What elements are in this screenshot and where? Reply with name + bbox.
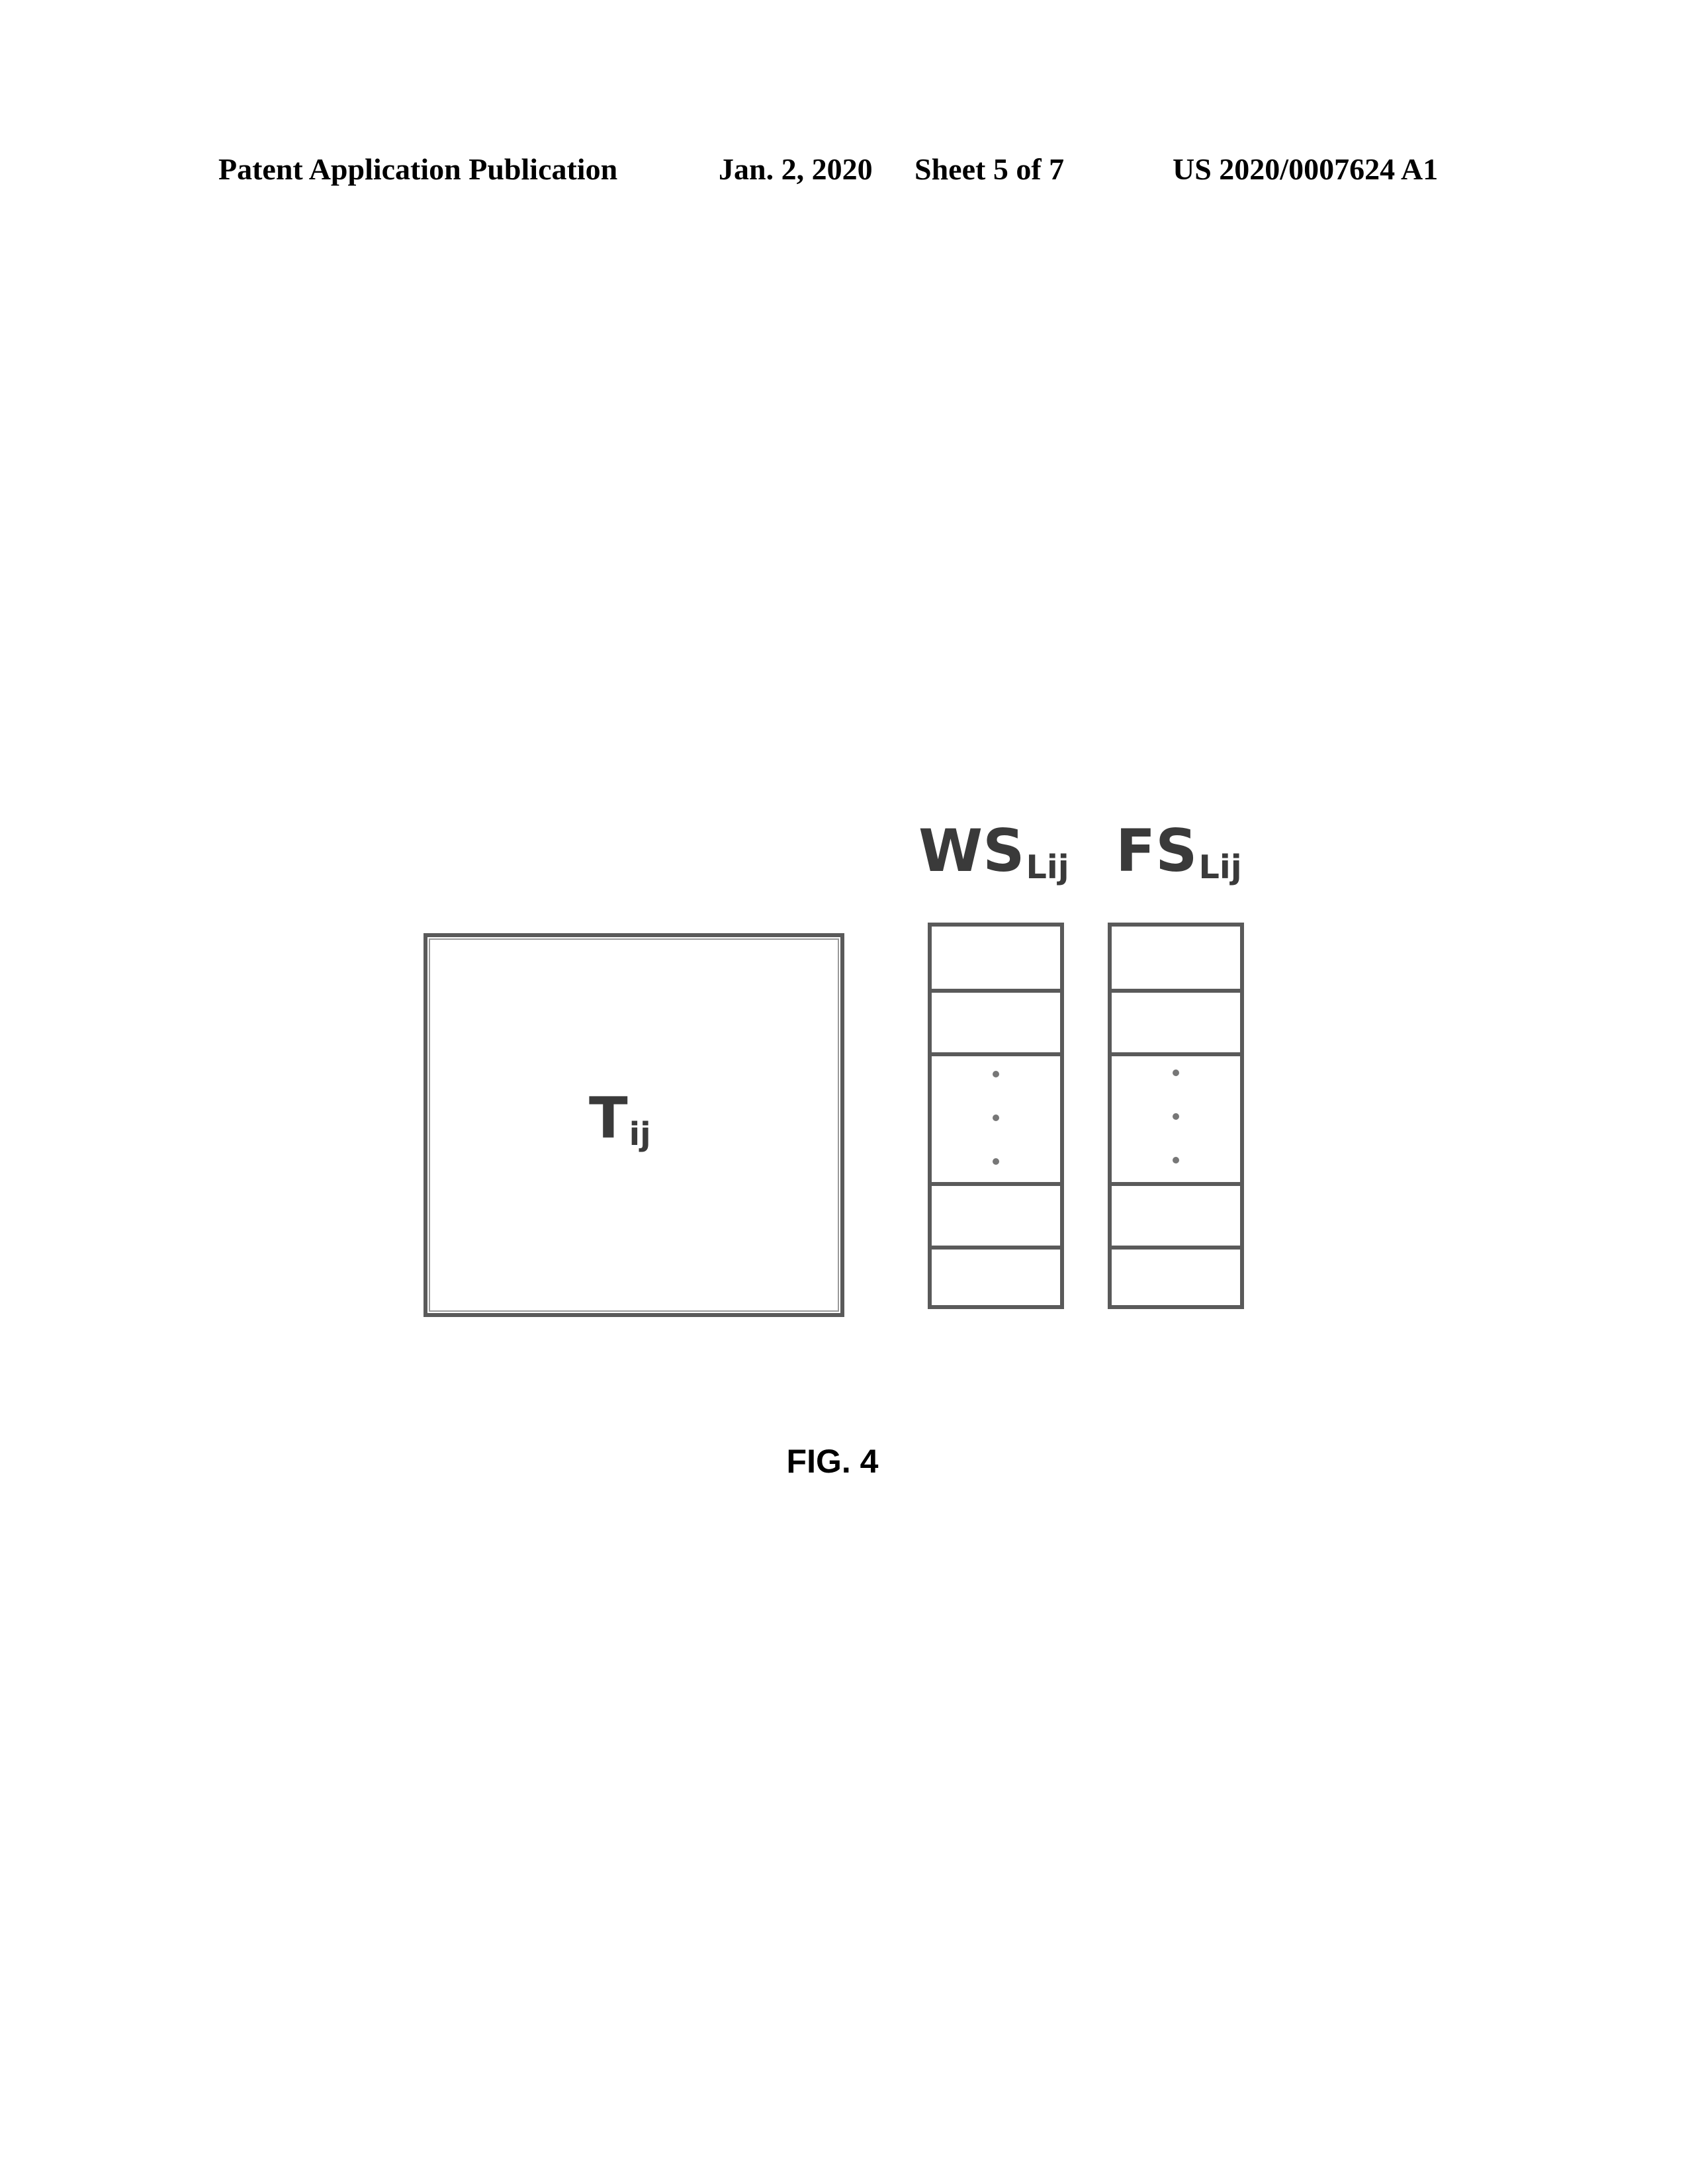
ws-cell [932,1186,1060,1250]
ws-cell [932,1250,1060,1305]
ws-cell [932,927,1060,993]
ellipsis-dot [993,1158,999,1165]
fs-column-stack [1108,923,1244,1309]
ws-column-stack [928,923,1064,1309]
ws-cell [932,993,1060,1056]
figure-caption: FIG. 4 [786,1443,879,1480]
ws-ellipsis-cell [932,1056,1060,1186]
ws-column-label: WSLij [918,817,1069,886]
fs-cell [1112,927,1240,993]
ellipsis-dot [993,1115,999,1121]
fs-column-label: FSLij [1116,817,1242,886]
t-block-label: Tij [589,1085,651,1153]
t-block-rectangle [424,933,844,1317]
fs-cell [1112,1250,1240,1305]
ellipsis-dot [1173,1113,1179,1120]
header-sheet: Sheet 5 of 7 [914,152,1065,186]
header-date: Jan. 2, 2020 [719,152,873,186]
fs-cell [1112,1186,1240,1250]
fs-ellipsis-cell [1112,1056,1240,1186]
header-publication: Patent Application Publication [218,152,618,186]
header-publication-number: US 2020/0007624 A1 [1173,152,1439,186]
ellipsis-dot [1173,1069,1179,1076]
page-header: Patent Application Publication Jan. 2, 2… [0,150,1694,189]
ellipsis-dot [993,1071,999,1077]
ellipsis-dot [1173,1157,1179,1163]
fs-cell [1112,993,1240,1056]
